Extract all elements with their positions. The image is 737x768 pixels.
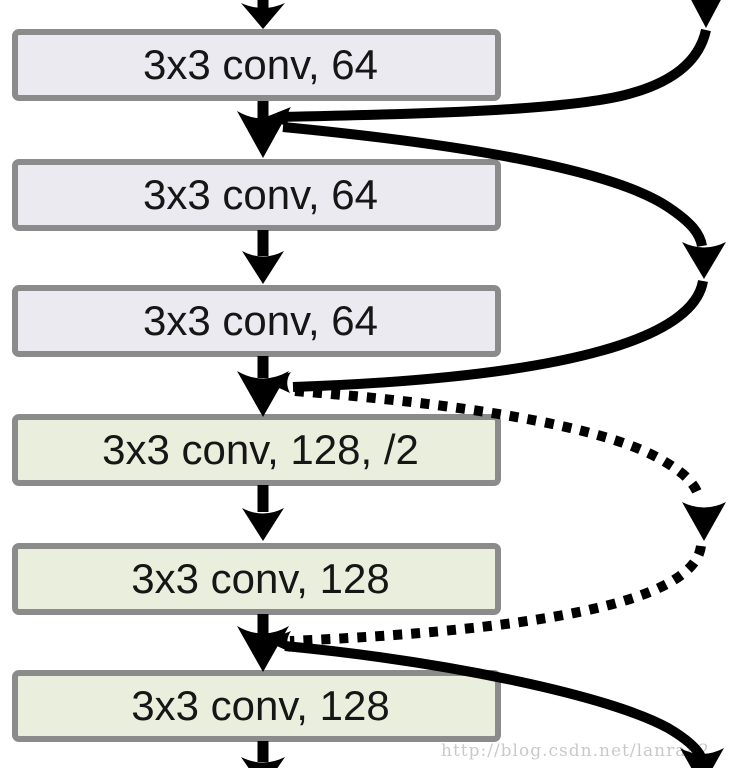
conv-layer-label: 3x3 conv, 64	[142, 41, 379, 88]
watermark-text: http://blog.csdn.net/lanran2	[441, 741, 711, 761]
conv-layer-box-4: 3x3 conv, 128, /2	[12, 414, 501, 486]
skip-merge-barb	[266, 372, 291, 393]
skip-arrowhead	[682, 502, 726, 541]
conv-layer-box-6: 3x3 conv, 128	[12, 670, 501, 742]
flow-arrowhead-merge	[237, 111, 289, 158]
conv-layer-label: 3x3 conv, 128, /2	[102, 426, 419, 473]
conv-layer-box-3: 3x3 conv, 64	[12, 285, 501, 357]
flow-arrowhead-merge	[237, 371, 289, 417]
conv-layer-box-5: 3x3 conv, 128	[12, 543, 501, 615]
flow-arrowhead	[242, 251, 284, 284]
skip-merge-barb	[266, 631, 291, 652]
flow-arrowhead	[241, 3, 285, 29]
skip-merge-barb	[266, 107, 291, 128]
conv-layer-box-2: 3x3 conv, 64	[12, 159, 501, 231]
flow-arrowhead	[241, 757, 285, 768]
flow-arrowhead	[242, 508, 284, 541]
conv-layer-box-1: 3x3 conv, 64	[12, 29, 501, 101]
conv-layer-label: 3x3 conv, 128	[131, 682, 390, 729]
conv-layer-label: 3x3 conv, 64	[142, 297, 379, 344]
conv-layer-label: 3x3 conv, 128	[131, 555, 390, 602]
skip-arrowhead	[682, 242, 726, 279]
flow-arrowhead-merge	[237, 626, 289, 672]
skip-arrowhead	[691, 0, 721, 28]
conv-layer-label: 3x3 conv, 64	[142, 171, 379, 218]
